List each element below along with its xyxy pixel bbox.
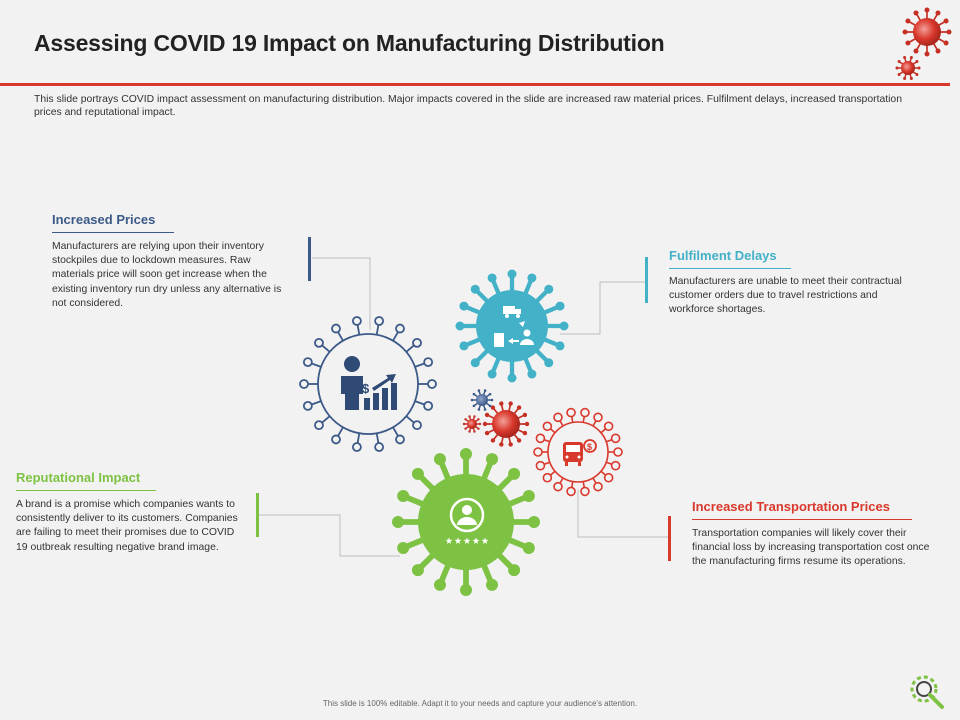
- svg-text:$: $: [362, 381, 370, 396]
- fulfilment-delays-title: Fulfilment Delays: [669, 248, 777, 263]
- rating-star-icon: [481, 537, 489, 544]
- rating-star-icon: [445, 537, 453, 544]
- delivery-icon: [494, 306, 534, 347]
- prices-accent-bar: [308, 237, 311, 281]
- bus-icon: $: [563, 439, 597, 466]
- transportation-prices-rule: [692, 519, 912, 520]
- reputational-impact-title: Reputational Impact: [16, 470, 141, 485]
- page-subtitle: This slide portrays COVID impact assessm…: [34, 94, 902, 118]
- increased-prices-title: Increased Prices: [52, 212, 156, 227]
- transportation-prices-body: Transportation companies will likely cov…: [692, 528, 930, 568]
- user-rating-icon: [445, 497, 489, 544]
- virus-cluster: [462, 389, 530, 447]
- virus-icon: [902, 7, 952, 57]
- rating-star-icon: [454, 537, 462, 544]
- bus-dollar-icon: [533, 407, 623, 497]
- reputational-impact-body: A brand is a promise which companies wan…: [16, 499, 238, 553]
- increased-prices-body: Manufacturers are relying upon their inv…: [52, 241, 282, 309]
- businessman-icon: $: [341, 356, 397, 410]
- virus-icon: [895, 56, 921, 80]
- rating-star-icon: [472, 537, 480, 544]
- fulfilment-accent-bar: [645, 257, 648, 303]
- increased-prices-rule: [52, 232, 174, 233]
- page-title: Assessing COVID 19 Impact on Manufacturi…: [34, 30, 665, 56]
- transportation-prices-title: Increased Transportation Prices: [692, 499, 890, 514]
- title-divider: [0, 83, 950, 86]
- reputational-impact-rule: [16, 490, 156, 491]
- svg-text:$: $: [587, 442, 592, 452]
- connector-lines: [258, 257, 670, 557]
- delivery-truck-factory-icon: [455, 269, 569, 383]
- gear-search-icon: [910, 675, 944, 709]
- fulfilment-delays-body: Manufacturers are unable to meet their c…: [669, 276, 902, 316]
- reputation-accent-bar: [256, 493, 259, 537]
- fulfilment-delays-rule: [669, 268, 791, 269]
- businessman-chart-icon: [299, 316, 437, 452]
- transport-accent-bar: [668, 516, 671, 561]
- footer-note: This slide is 100% editable. Adapt it to…: [322, 699, 638, 708]
- rating-star-icon: [463, 537, 471, 544]
